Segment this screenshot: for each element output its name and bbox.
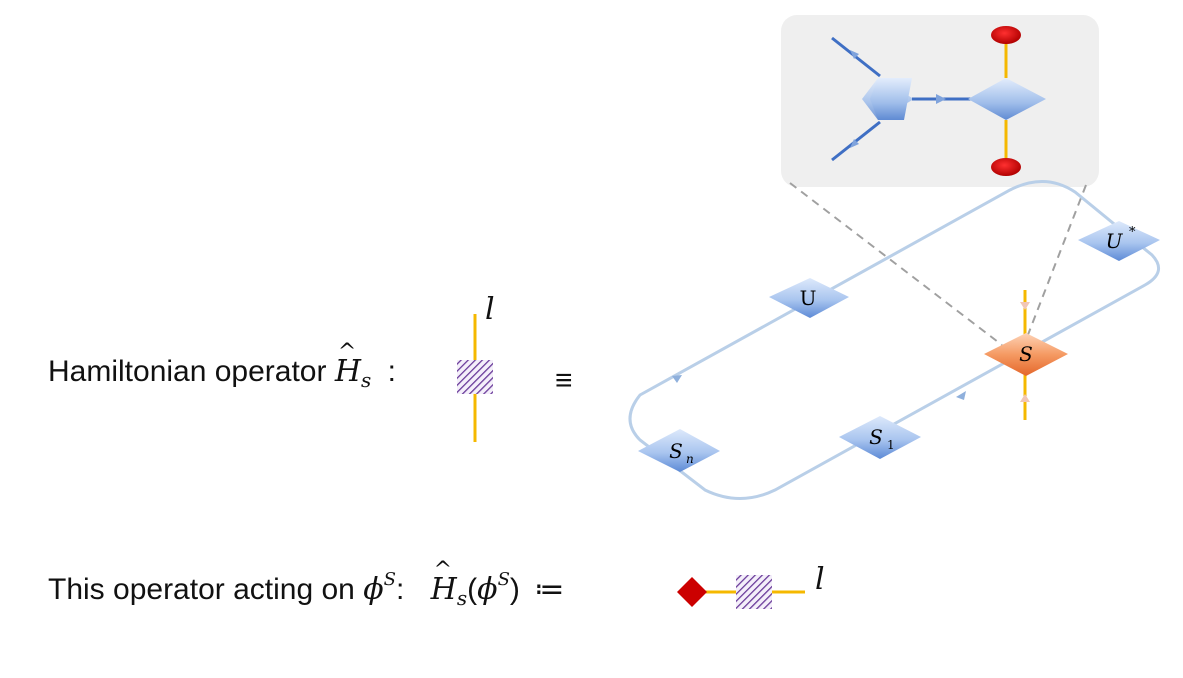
action-phi-sup: S	[383, 569, 396, 590]
action-phi: ϕ	[363, 572, 384, 607]
action-colon: :	[395, 573, 405, 606]
operator-action-tensor	[677, 575, 805, 609]
action-defeq: ≔	[534, 573, 565, 606]
action-h-subscript: s	[456, 586, 468, 610]
node-U-star: U *	[1078, 221, 1160, 261]
action-close-paren: )	[509, 573, 520, 606]
action-equation: ^Hs(ϕS) ≔	[430, 558, 565, 610]
loop-arrow-left	[672, 375, 682, 383]
inset-red-node-top	[991, 26, 1021, 44]
inset-arrow-upper	[850, 50, 859, 59]
action-leg-label: l	[815, 562, 825, 597]
node-S1-label: S	[869, 425, 883, 449]
node-Sn-label: S	[669, 439, 683, 463]
action-open-paren: (	[467, 573, 478, 606]
node-S1-sub: 1	[887, 438, 895, 452]
node-U-star-label: U	[1106, 229, 1124, 253]
hamiltonian-prefix: Hamiltonian operator	[48, 355, 327, 388]
inset-red-node-bottom	[991, 158, 1021, 176]
loop-arrow-right	[956, 391, 966, 400]
zoom-line-right	[1023, 184, 1087, 346]
hamiltonian-tensor	[457, 314, 493, 442]
node-U-label: U	[800, 286, 817, 310]
network-loop	[628, 180, 1161, 500]
hamiltonian-subscript: s	[361, 368, 372, 392]
action-prefix: This operator acting on	[48, 573, 355, 606]
hamiltonian-colon: :	[387, 355, 396, 388]
action-arg-phi: ϕ	[477, 572, 498, 607]
zoom-line-left	[789, 182, 1003, 346]
s-leg-arrow-bottom	[1020, 394, 1030, 402]
operator-action-caption: This operator acting on ϕS: ^Hs(ϕS) ≔	[48, 558, 565, 610]
hamiltonian-leg-label: l	[485, 292, 495, 327]
action-hatched-box	[736, 575, 772, 609]
inset-node-right	[968, 78, 1046, 120]
hamiltonian-caption: Hamiltonian operator ^Hs :	[48, 340, 396, 392]
node-S-label: S	[1019, 342, 1033, 366]
phi-diamond-node	[677, 577, 707, 607]
inset-arrow-bond	[936, 94, 946, 104]
action-h-symbol: ^H	[430, 558, 457, 607]
equivalence-symbol: ≡	[555, 364, 573, 397]
node-Sn: S n	[638, 429, 720, 472]
inset-arrow-lower	[850, 139, 859, 148]
hamiltonian-hatched-box	[457, 360, 493, 394]
action-arg-phi-sup: S	[497, 569, 510, 590]
node-U-star-sup: *	[1129, 225, 1136, 240]
node-S1: S 1	[839, 416, 921, 459]
zoom-inset	[781, 15, 1099, 187]
node-Sn-sub: n	[686, 452, 694, 466]
hamiltonian-symbol: ^H	[334, 340, 361, 389]
s-leg-arrow-top	[1020, 302, 1030, 310]
node-U: U	[769, 278, 849, 318]
node-S: S	[984, 333, 1068, 376]
